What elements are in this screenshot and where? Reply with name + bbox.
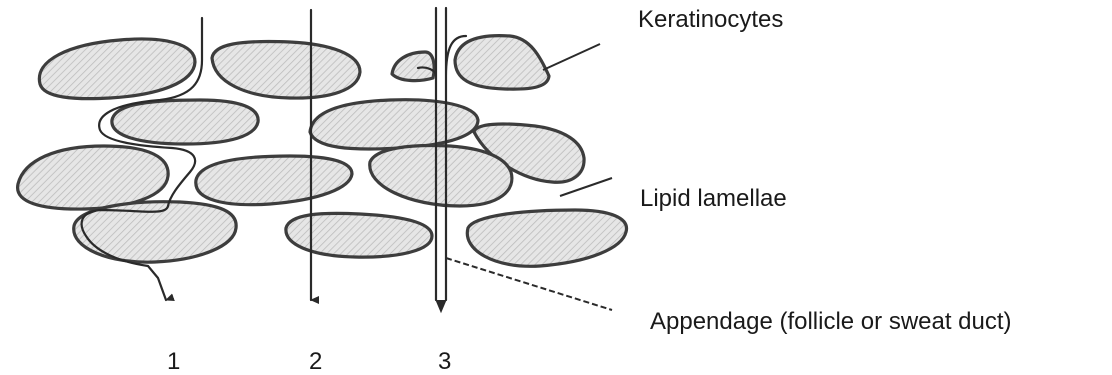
keratinocytes-leader-line bbox=[543, 44, 600, 70]
keratinocyte-cell bbox=[196, 156, 352, 205]
route-number-2: 2 bbox=[309, 350, 322, 374]
keratinocyte-cell bbox=[112, 100, 258, 144]
route-number-1: 1 bbox=[167, 350, 180, 374]
keratinocyte-cell bbox=[286, 213, 432, 257]
keratinocyte-cell bbox=[392, 52, 434, 81]
keratinocyte-cell bbox=[310, 100, 478, 149]
lipid-lamellae-label: Lipid lamellae bbox=[640, 187, 787, 211]
keratinocyte-cells bbox=[18, 36, 627, 267]
keratinocyte-cell bbox=[370, 146, 512, 206]
keratinocyte-cell bbox=[39, 39, 195, 99]
keratinocyte-cell bbox=[212, 42, 360, 99]
keratinocytes-label: Keratinocytes bbox=[638, 8, 783, 32]
appendage-label: Appendage (follicle or sweat duct) bbox=[650, 310, 1012, 334]
keratinocyte-cell bbox=[18, 146, 169, 209]
keratinocyte-cell bbox=[455, 36, 549, 90]
keratinocyte-cell bbox=[467, 210, 626, 266]
route-number-3: 3 bbox=[438, 350, 451, 374]
